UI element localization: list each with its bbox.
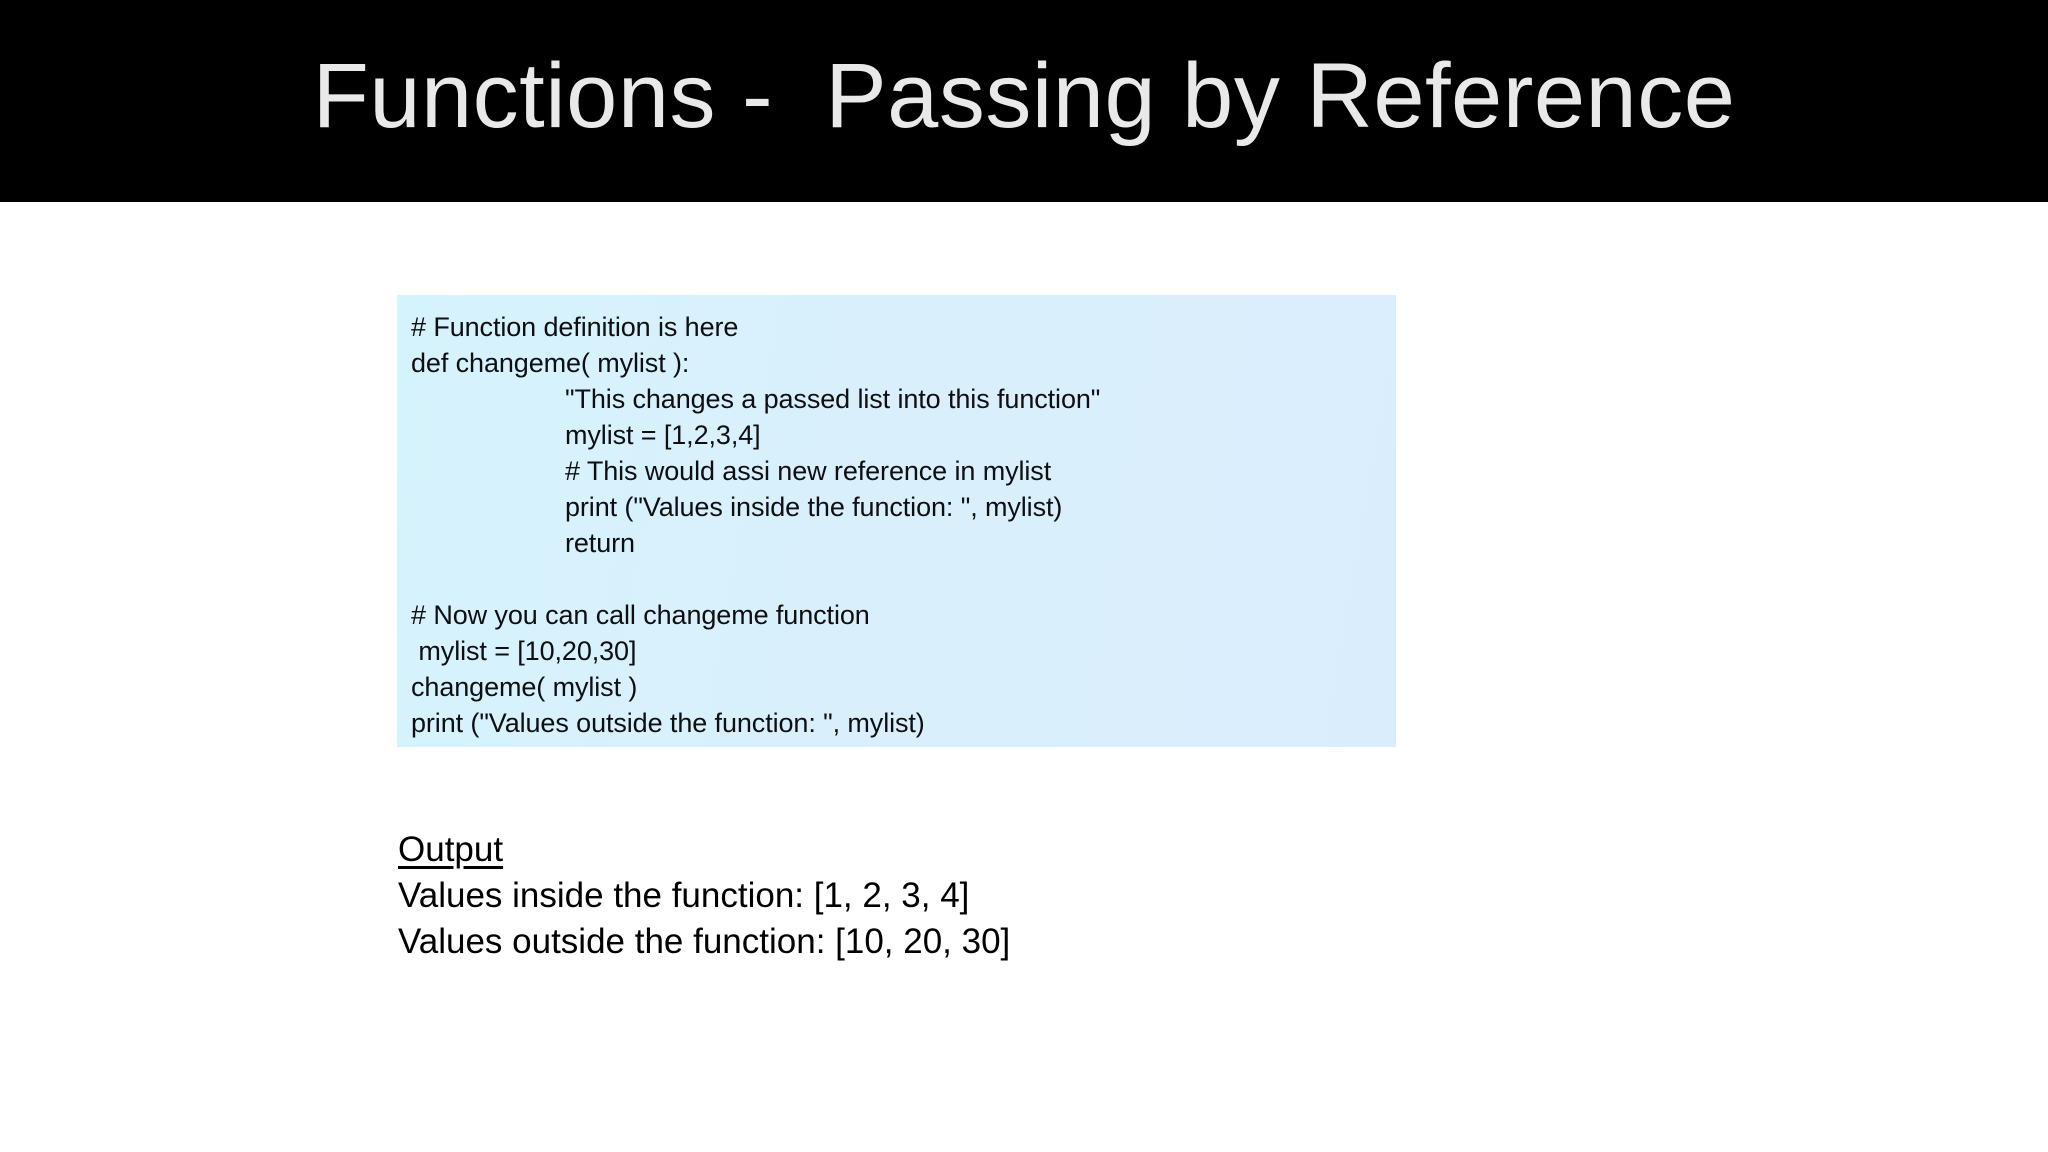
code-line: "This changes a passed list into this fu… xyxy=(565,384,1101,414)
code-line: mylist = [1,2,3,4] xyxy=(565,420,761,450)
code-line: def changeme( mylist ): xyxy=(411,348,690,378)
output-line: Values inside the function: [1, 2, 3, 4] xyxy=(398,876,970,915)
code-snippet-block: # Function definition is here def change… xyxy=(397,295,1396,747)
title-bar: Functions - Passing by Reference xyxy=(0,0,2048,202)
code-line: # This would assi new reference in mylis… xyxy=(565,456,1052,486)
slide-body: # Function definition is here def change… xyxy=(0,202,2048,1152)
code-line: print ("Values inside the function: ", m… xyxy=(565,492,1063,522)
code-line-blank xyxy=(397,561,1396,597)
page-title: Functions - Passing by Reference xyxy=(312,45,1736,147)
code-line: changeme( mylist ) xyxy=(411,672,638,702)
output-line: Values outside the function: [10, 20, 30… xyxy=(398,922,1011,961)
code-line: print ("Values outside the function: ", … xyxy=(411,708,925,738)
output-heading: Output xyxy=(398,830,504,869)
code-line: return xyxy=(565,528,635,558)
output-section: Output Values inside the function: [1, 2… xyxy=(398,827,1298,965)
code-line: mylist = [10,20,30] xyxy=(411,636,637,666)
code-line: # Now you can call changeme function xyxy=(411,600,870,630)
code-line: # Function definition is here xyxy=(411,312,739,342)
